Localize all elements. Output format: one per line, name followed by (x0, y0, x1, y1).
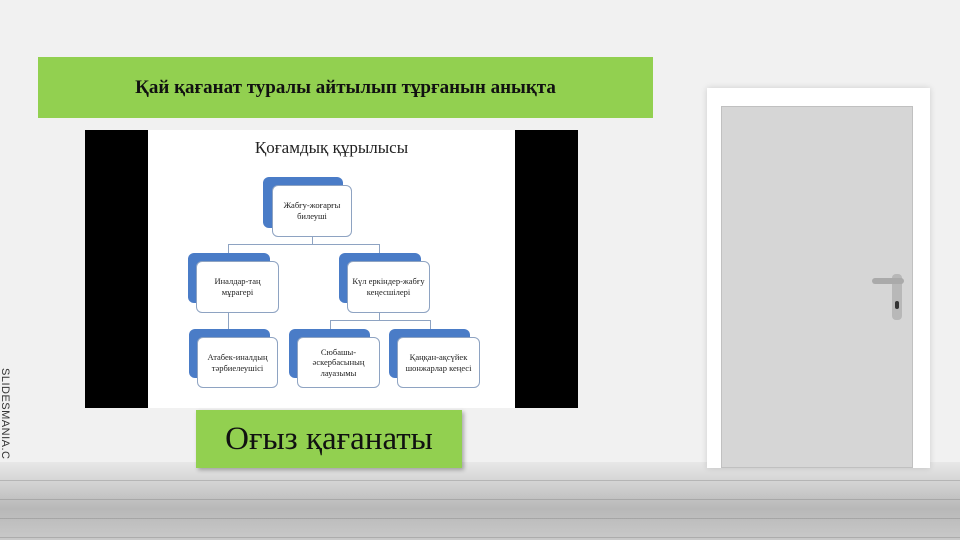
floor (0, 462, 960, 540)
door-handle-icon (872, 278, 904, 284)
org-node: Иналдар-таң мұрагері (196, 261, 279, 313)
org-node: Жабғу-жоғарғы билеуші (272, 185, 352, 237)
answer-box: Оғыз қағанаты (196, 410, 462, 468)
org-node: Атабек-иналдың тәрбиелеушісі (197, 337, 278, 388)
question-banner: Қай қағанат туралы айтылып тұрғанын анық… (38, 57, 653, 118)
org-node: Күл еркіндер-жабғу кеңесшілері (347, 261, 430, 313)
door-image (707, 88, 930, 468)
slide-title: Қоғамдық құрылысы (254, 138, 409, 157)
org-node: Қаңқан-ақсүйек шонжарлар кеңесі (397, 337, 480, 388)
watermark: SLIDESMANIA.C (0, 368, 11, 460)
org-node: Сюбашы-әскербасының лауазымы (297, 337, 380, 388)
